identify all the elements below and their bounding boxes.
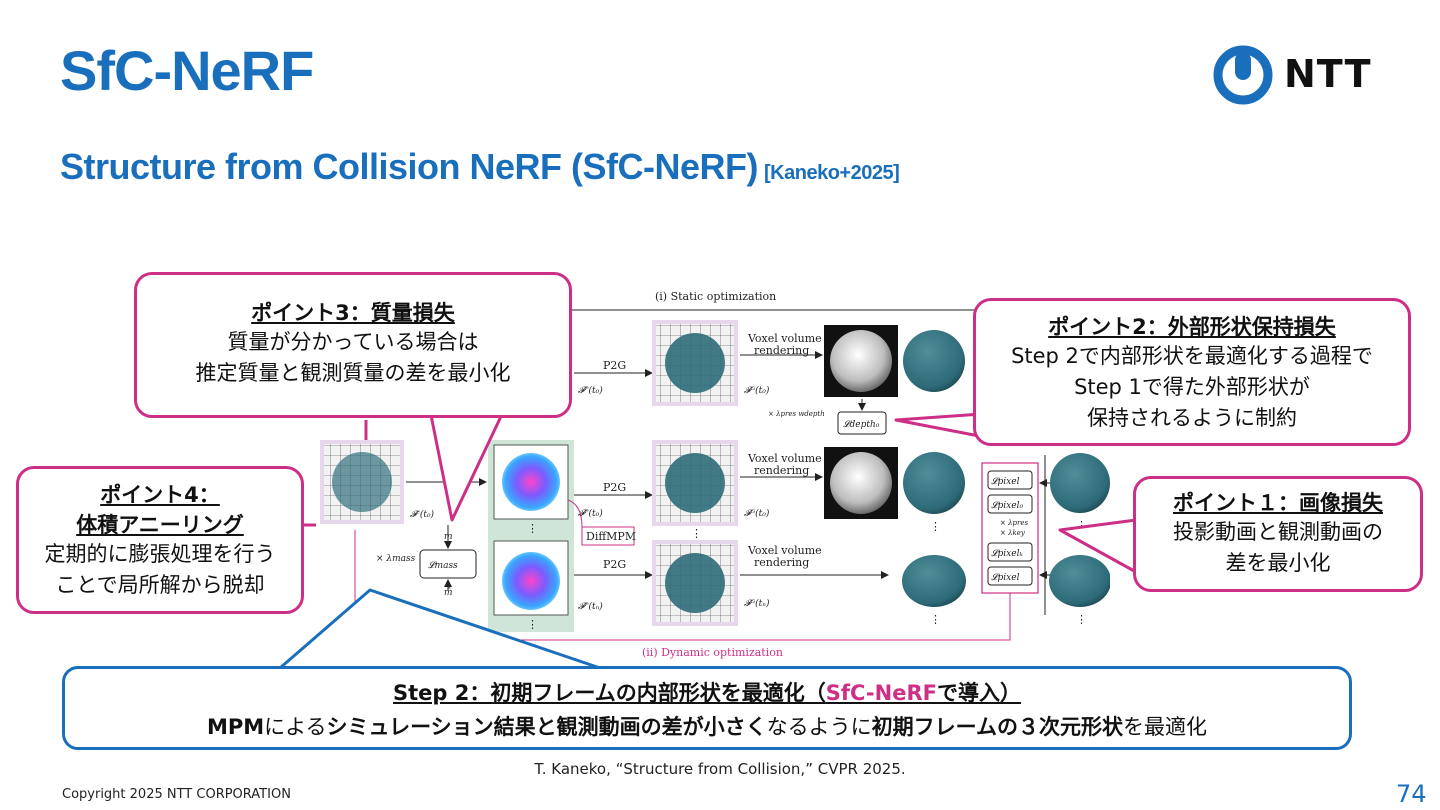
voxel-grid-tn — [652, 540, 738, 626]
dynamic-optimization-label: (ii) Dynamic optimization — [642, 646, 783, 659]
point4-heading-1: ポイント4： — [100, 483, 220, 507]
step2-body: MPMによるシミュレーション結果と観測動画の差が小さくなるように初期フレームの３… — [65, 711, 1349, 741]
diffmpm-box — [581, 526, 635, 546]
ellipsis-1: ⋮ — [527, 522, 538, 535]
pixel-loss-0: 𝓛pixel₀ — [991, 501, 1023, 511]
voxel-grid-t0 — [652, 440, 738, 526]
step2-body-4: なるように — [766, 715, 872, 739]
callout-point4: ポイント4： 体積アニーリング 定期的に膨張処理を行う ことで局所解から脱却 — [16, 466, 304, 614]
observed-frame-t0 — [1050, 453, 1110, 513]
point2-heading: ポイント2：外部形状保持損失 — [1048, 315, 1336, 339]
point1-line-1: 投影動画と観測動画の — [1173, 520, 1383, 544]
step2-body-5: 初期フレームの３次元形状 — [871, 715, 1124, 739]
point4-line-2: ことで局所解から脱却 — [55, 573, 265, 597]
point2-line-3: 保持されるように制約 — [1087, 406, 1297, 430]
point3-line-1: 質量が分かっている場合は — [227, 330, 479, 354]
step2-body-2: による — [264, 715, 327, 739]
p2g-label-1: P2G — [603, 481, 626, 494]
ntt-logo: NTT — [1212, 44, 1372, 105]
point2-line-2: Step 1で得た外部形状が — [1074, 375, 1310, 399]
reference-citation: T. Kaneko, “Structure from Collision,” C… — [534, 760, 906, 778]
point1-heading: ポイント１：画像損失 — [1173, 491, 1383, 515]
m-hat-label: m̂ — [444, 587, 453, 598]
ellipsis-6: ⋮ — [1076, 519, 1087, 532]
callout-point2: ポイント2：外部形状保持損失 Step 2で内部形状を最適化する過程で Step… — [973, 298, 1411, 446]
f-g-tn-label: 𝓕ᴳ(tₙ) — [744, 598, 770, 609]
voxel-rendering-1b: rendering — [754, 344, 809, 357]
voxel-rendering-3a: Voxel volume — [747, 544, 822, 557]
point4-line-1: 定期的に膨張処理を行う — [44, 542, 276, 566]
f-g-t0-label: 𝓕ᴳ(t₀) — [744, 508, 770, 519]
ellipsis-4: ⋮ — [930, 520, 941, 533]
point4-heading-2: 体積アニーリング — [76, 513, 244, 537]
voxel-grid-input — [320, 440, 404, 524]
step2-heading-sfc-nerf: SfC-NeRF — [825, 681, 937, 705]
depth-loss-label: 𝓛depth₀ — [843, 420, 880, 430]
copyright: Copyright 2025 NTT CORPORATION — [62, 787, 291, 802]
pointer-p1 — [1058, 518, 1138, 574]
voxel-rendering-3b: rendering — [754, 556, 809, 569]
ellipsis-3: ⋮ — [691, 527, 702, 540]
static-optimization-label: (i) Static optimization — [655, 290, 776, 303]
f-g-t0-label-static: 𝓕ᴳ(t₀) — [744, 385, 770, 396]
point3-heading: ポイント3：質量損失 — [251, 301, 455, 325]
subtitle-main: Structure from Collision NeRF (SfC-NeRF) — [60, 146, 759, 187]
step2-box: Step 2：初期フレームの内部形状を最適化（SfC-NeRFで導入） MPMに… — [62, 666, 1352, 750]
pixel-loss-1: 𝓛pixel — [991, 477, 1020, 487]
voxel-rendering-2b: rendering — [754, 464, 809, 477]
step2-heading: Step 2：初期フレームの内部形状を最適化（SfC-NeRFで導入） — [65, 677, 1349, 707]
pixel-loss-k: 𝓛pixelₖ — [991, 549, 1023, 559]
ellipsis-2: ⋮ — [527, 618, 538, 631]
pointer-step2 — [278, 588, 602, 670]
p2g-label-2: P2G — [603, 558, 626, 571]
ntt-logo-icon — [1213, 45, 1273, 105]
diffmpm-label: DiffMPM — [586, 530, 636, 543]
step2-heading-post: で導入） — [936, 681, 1021, 705]
pointer-p3 — [428, 408, 506, 522]
step2-body-6: を最適化 — [1123, 715, 1208, 739]
step2-heading-pre: Step 2：初期フレームの内部形状を最適化（ — [393, 681, 826, 705]
page-title: SfC-NeRF — [60, 39, 314, 102]
mass-loss-box — [419, 549, 477, 579]
lambda-pres-label: × λpres — [1000, 519, 1028, 527]
particle-sphere-tn — [502, 552, 560, 610]
f-p-t0-label-1: 𝓕ᴾ(t₀) — [578, 508, 603, 519]
voxel-grid-static — [652, 320, 738, 406]
f-p-tn-label: 𝓕ᴾ(tₙ) — [578, 601, 603, 612]
f-c-t0-label: 𝓕ᶜ(t₀) — [410, 509, 435, 520]
voxel-rendering-2a: Voxel volume — [747, 452, 822, 465]
p2g-label-static: P2G — [603, 359, 626, 372]
callout-point3: ポイント3：質量損失 質量が分かっている場合は 推定質量と観測質量の差を最小化 — [134, 272, 572, 418]
pixel-loss-2: 𝓛pixel — [991, 573, 1020, 583]
callout-point1: ポイント１：画像損失 投影動画と観測動画の 差を最小化 — [1133, 476, 1423, 592]
ellipsis-5: ⋮ — [930, 613, 941, 626]
mass-loss-label: 𝓛mass — [428, 561, 458, 571]
subtitle-citation: [Kaneko+2025] — [764, 162, 900, 184]
point1-line-2: 差を最小化 — [1225, 551, 1331, 575]
point3-line-2: 推定質量と観測質量の差を最小化 — [195, 361, 511, 385]
f-p-t0-label-static: 𝓕ᴾ(t₀) — [578, 385, 603, 396]
rgb-render-t0 — [903, 452, 965, 514]
rgb-render-static — [903, 330, 965, 392]
page-number: 74 — [1396, 780, 1427, 808]
ellipsis-7: ⋮ — [1076, 613, 1087, 626]
ntt-logo-text: NTT — [1284, 52, 1372, 96]
voxel-rendering-1a: Voxel volume — [747, 332, 822, 345]
step2-body-mpm: MPM — [206, 715, 265, 739]
lambda-depth-label: × λpres wdepth — [768, 410, 825, 418]
page-subtitle: Structure from Collision NeRF (SfC-NeRF)… — [60, 146, 900, 188]
particle-sphere-t0 — [502, 453, 560, 511]
step2-body-3: シミュレーション結果と観測動画の差が小さく — [326, 715, 767, 739]
pipeline-figure: (i) Static optimization (ii) Dynamic opt… — [320, 290, 1110, 659]
lambda-mass-label: × λmass — [376, 554, 416, 564]
point2-line-1: Step 2で内部形状を最適化する過程で — [1011, 344, 1373, 368]
rgb-render-tn — [902, 555, 966, 607]
depth-loss-box — [837, 411, 887, 435]
observed-frame-tn — [1049, 555, 1110, 607]
lambda-key-label: × λkey — [1000, 529, 1026, 537]
